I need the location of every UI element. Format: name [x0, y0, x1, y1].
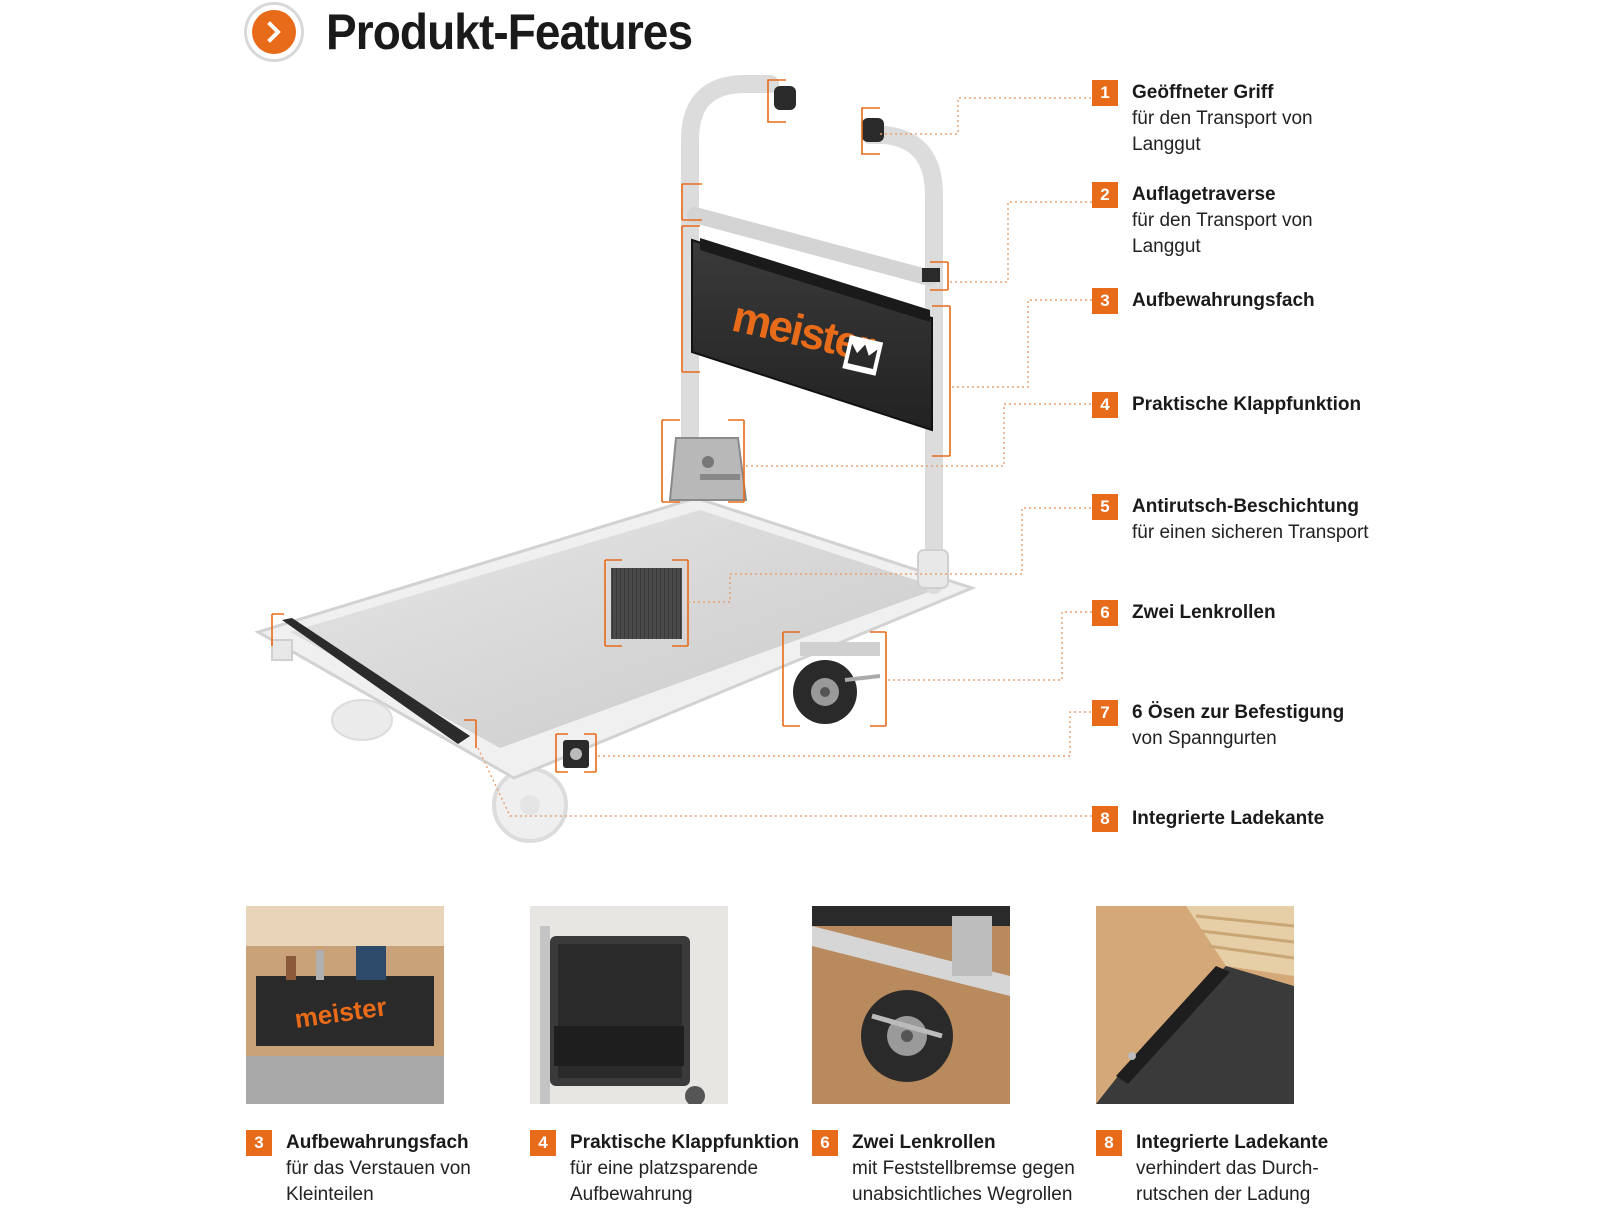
feature-subtitle: von Spanngurten [1132, 728, 1277, 749]
detail-title: Aufbewahrungsfach [286, 1132, 469, 1153]
feature-subtitle: für den Transport von [1132, 210, 1313, 231]
detail-subtitle: für eine platzsparende [570, 1158, 759, 1179]
feature-1: 1 Geöffneter Griff für den Transport von… [1092, 80, 1492, 158]
feature-title: 6 Ösen zur Befestigung [1132, 702, 1345, 723]
platform-trolley-illustration: meister [254, 75, 1092, 843]
feature-2: 2 Auflagetraverse für den Transport von … [1092, 182, 1492, 260]
detail-subtitle: Kleinteilen [286, 1184, 374, 1205]
feature-title: Auflagetraverse [1132, 184, 1276, 205]
feature-subtitle: für einen sicheren Transport [1132, 522, 1369, 543]
feature-4: 4 Praktische Klappfunktion [1092, 392, 1492, 418]
detail-subtitle: Aufbewahrung [570, 1184, 693, 1205]
feature-7: 7 6 Ösen zur Befestigung von Spanngurten [1092, 700, 1492, 752]
page-header: Produkt-Features [244, 0, 724, 64]
feature-8: 8 Integrierte Ladekante [1092, 806, 1492, 832]
folding-function-photo [530, 906, 728, 1104]
detail-number-badge: 3 [246, 1130, 272, 1156]
detail-number-badge: 4 [530, 1130, 556, 1156]
feature-title: Antirutsch-Beschichtung [1132, 496, 1359, 517]
feature-number-badge: 5 [1092, 494, 1118, 520]
feature-3: 3 Aufbewahrungsfach [1092, 288, 1492, 314]
feature-number-badge: 3 [1092, 288, 1118, 314]
feature-number-badge: 7 [1092, 700, 1118, 726]
loading-edge-photo [1096, 906, 1294, 1104]
feature-title: Integrierte Ladekante [1132, 808, 1325, 829]
feature-subtitle: Langgut [1132, 236, 1201, 257]
detail-title: Zwei Lenkrollen [852, 1132, 996, 1153]
chevron-right-icon [252, 10, 296, 54]
detail-subtitle: unabsichtliches Wegrollen [852, 1184, 1073, 1205]
detail-subtitle: mit Feststellbremse gegen [852, 1158, 1075, 1179]
feature-title: Aufbewahrungsfach [1132, 290, 1315, 311]
feature-number-badge: 1 [1092, 80, 1118, 106]
feature-title: Zwei Lenkrollen [1132, 602, 1276, 623]
detail-subtitle: rutschen der Ladung [1136, 1184, 1311, 1205]
feature-title: Praktische Klappfunktion [1132, 394, 1362, 415]
detail-number-badge: 8 [1096, 1130, 1122, 1156]
rear-wheels [331, 699, 568, 843]
feature-6: 6 Zwei Lenkrollen [1092, 600, 1492, 626]
feature-number-badge: 6 [1092, 600, 1118, 626]
feature-number-badge: 4 [1092, 392, 1118, 418]
detail-subtitle: für das Verstauen von [286, 1158, 471, 1179]
header-badge [244, 2, 304, 62]
castor-wheel-photo [812, 906, 1010, 1104]
detail-subtitle: verhindert das Durch- [1136, 1158, 1319, 1179]
detail-number-badge: 6 [812, 1130, 838, 1156]
detail-title: Praktische Klappfunktion [570, 1132, 800, 1153]
detail-title: Integrierte Ladekante [1136, 1132, 1329, 1153]
feature-subtitle: Langgut [1132, 134, 1201, 155]
page-title: Produkt-Features [326, 4, 693, 60]
storage-compartment-photo: meister [246, 906, 444, 1104]
feature-5: 5 Antirutsch-Beschichtung für einen sich… [1092, 494, 1492, 546]
feature-title: Geöffneter Griff [1132, 82, 1274, 103]
feature-subtitle: für den Transport von [1132, 108, 1313, 129]
feature-number-badge: 2 [1092, 182, 1118, 208]
feature-number-badge: 8 [1092, 806, 1118, 832]
